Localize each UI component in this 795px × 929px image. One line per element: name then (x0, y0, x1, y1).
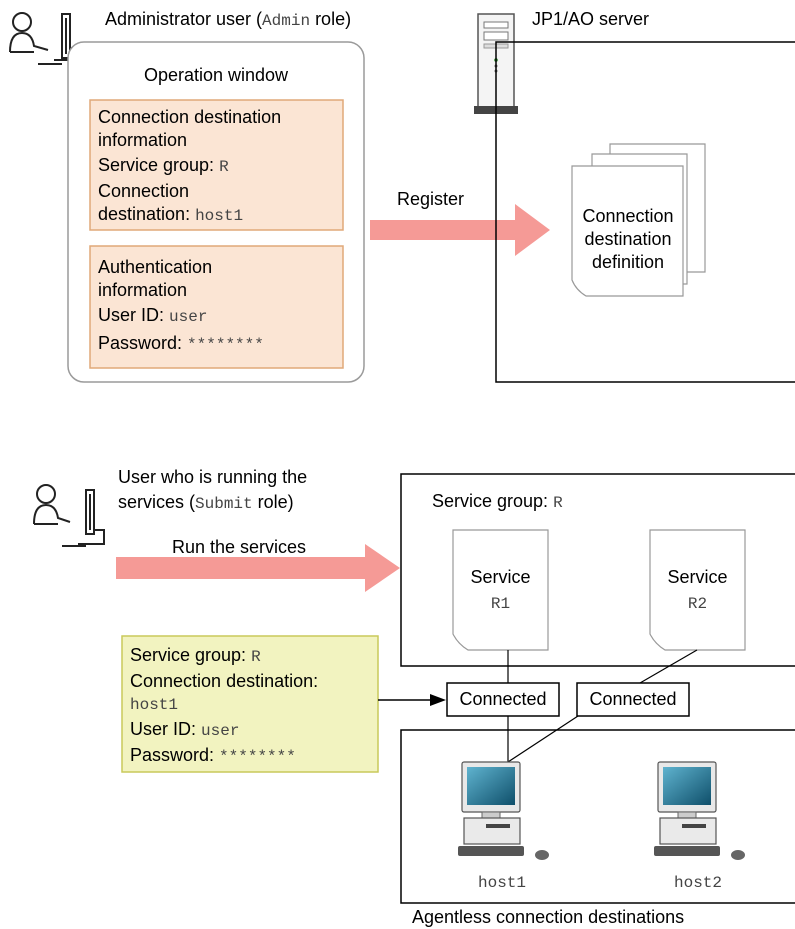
submit-user-label: User who is running the services (Submit… (118, 466, 307, 516)
connection-info-service-group: Service group: R (98, 154, 229, 179)
service-group-title-value: R (553, 494, 563, 512)
admin-role: Admin (262, 12, 311, 30)
definition-line1: Connection (582, 206, 674, 226)
auth-info-heading: Authentication information (98, 256, 212, 302)
connected-box-1 (446, 682, 560, 717)
definition-line2: destination (584, 229, 672, 249)
submit-role: Submit (195, 495, 253, 513)
connection-info-heading: Connection destination information (98, 106, 281, 152)
auth-info-heading-line1: Authentication (98, 257, 213, 277)
service-r2-label: Service (667, 567, 728, 587)
service-group-value: R (219, 158, 229, 176)
user-id-label: User ID: (98, 305, 170, 325)
note-destination-value: host1 (130, 696, 179, 714)
note-password-label: Password: (130, 745, 220, 765)
agentless-frame (400, 729, 795, 904)
note-user-id-label: User ID: (130, 719, 202, 739)
host2-label: host2 (673, 874, 722, 892)
run-services-arrow (116, 544, 400, 592)
connected-label-1: Connected (459, 689, 547, 709)
user-id-value: user (169, 308, 208, 326)
note-user-id: User ID: user (130, 718, 239, 743)
service-r2: Service R2 (650, 566, 745, 616)
server-frame (495, 41, 795, 383)
connection-info-heading-line1: Connection destination (98, 107, 282, 127)
note-password: Password: ******** (130, 744, 296, 769)
submit-user-line2-suffix: role) (252, 492, 294, 512)
service-r2-id: R2 (687, 595, 708, 613)
admin-title-suffix: role) (310, 9, 352, 29)
note-service-group-value: R (251, 648, 261, 666)
agentless-label: Agentless connection destinations (412, 907, 685, 927)
destination-label-line2: destination: (98, 204, 196, 224)
connection-info-heading-line2: information (98, 130, 188, 150)
connected-box-2 (576, 682, 690, 717)
destination-label-line1: Connection (98, 181, 190, 201)
operation-window-title: Operation window (143, 65, 289, 85)
auth-info-heading-line2: information (98, 280, 188, 300)
auth-info-box (89, 245, 344, 369)
definition-label: Connection destination definition (572, 205, 684, 274)
service-r1: Service R1 (453, 566, 548, 616)
password-value: ******** (187, 336, 264, 354)
note-destination-label: Connection destination: (130, 671, 319, 691)
run-services-label: Run the services (172, 537, 307, 557)
password-label: Password: (98, 333, 188, 353)
host1-label: host1 (477, 874, 526, 892)
connection-info-box (89, 99, 344, 231)
server-title: JP1/AO server (532, 9, 650, 29)
line-connected-host1-b (507, 715, 579, 763)
admin-user-title: Administrator user (Admin role) (105, 8, 351, 33)
note-user-id-value: user (201, 722, 240, 740)
register-label: Register (397, 189, 465, 209)
destination-value: host1 (195, 207, 244, 225)
auth-info-user-id: User ID: user (98, 304, 207, 329)
host1-computer-icon (458, 761, 549, 860)
note-service-group: Service group: R (130, 644, 261, 669)
note-arrowhead (430, 694, 446, 706)
auth-info-password: Password: ******** (98, 332, 264, 357)
submit-user-icon (33, 484, 105, 547)
service-r1-id: R1 (490, 595, 511, 613)
note-password-value: ******** (219, 748, 296, 766)
service-r1-label: Service (470, 567, 531, 587)
submit-user-line2-prefix: services ( (118, 492, 196, 512)
service-group-frame (400, 473, 795, 667)
definition-documents (571, 143, 706, 297)
connection-info-destination: Connection destination: host1 (98, 180, 243, 228)
admin-title-prefix: Administrator user ( (105, 9, 263, 29)
definition-line3: definition (591, 252, 665, 272)
service-group-label: Service group: (98, 155, 220, 175)
service-r1-document (452, 529, 549, 651)
note-service-group-label: Service group: (130, 645, 252, 665)
submit-user-line1: User who is running the (118, 467, 308, 487)
connected-label-2: Connected (589, 689, 677, 709)
service-r2-document (649, 529, 746, 651)
service-group-title: Service group: R (432, 490, 563, 515)
line-r2-connected (639, 649, 698, 684)
register-arrow (370, 204, 550, 256)
service-group-title-label: Service group: (432, 491, 554, 511)
info-note-box (121, 635, 379, 773)
host2-computer-icon (654, 761, 745, 860)
